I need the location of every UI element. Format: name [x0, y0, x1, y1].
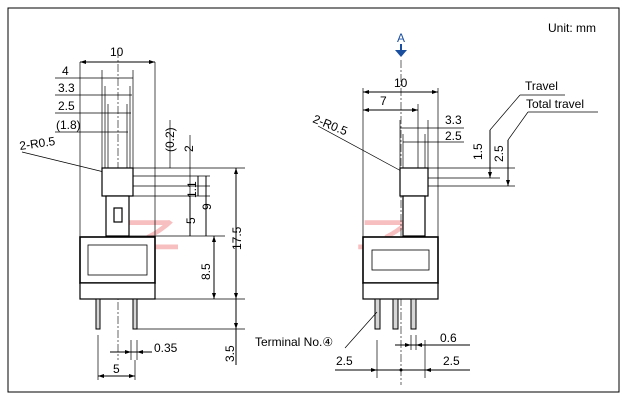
right-terminal-1: [374, 298, 381, 330]
dim-2-5-right: 2.5: [445, 129, 462, 143]
dim-5-bottom: 5: [113, 362, 120, 376]
right-view: A 10 7 3.3 2.5 2-R0.5: [255, 31, 598, 385]
dim-radius-right: 2-R0.5: [311, 112, 350, 139]
dim-2: 2: [182, 145, 196, 152]
total-travel-label: Total travel: [526, 97, 584, 111]
drawing-border: [7, 7, 620, 393]
dim-0-6: 0.6: [440, 331, 457, 345]
dim-width-10-right: 10: [394, 76, 408, 90]
right-switch-base: [362, 282, 439, 300]
left-plunger-cap: [101, 167, 134, 197]
travel-label: Travel: [525, 79, 558, 93]
left-switch-body: [79, 236, 156, 284]
dim-1-1: 1.1: [185, 181, 199, 198]
dim-2-5-left: 2.5: [58, 99, 75, 113]
dim-0-35: 0.35: [154, 341, 178, 355]
right-terminal-2: [392, 298, 399, 330]
dim-radius-left: 2-R0.5: [18, 134, 56, 153]
right-terminal-3: [410, 298, 417, 330]
dim-width-10-left: 10: [110, 45, 124, 59]
dim-5-left: 5: [184, 217, 198, 224]
right-plunger-cap: [399, 167, 429, 197]
terminal-label: Terminal No.④: [255, 335, 333, 349]
dim-1-5: 1.5: [471, 143, 485, 160]
dim-1-8: (1.8): [56, 118, 81, 132]
dim-8-5: 8.5: [199, 263, 213, 280]
left-switch-base: [79, 282, 156, 300]
dim-2-5-total: 2.5: [492, 145, 506, 162]
dim-2-5-bottom-left: 2.5: [336, 354, 353, 368]
right-switch-body: [362, 236, 439, 284]
dim-7: 7: [380, 94, 387, 108]
dim-4: 4: [62, 64, 69, 78]
view-label-a: A: [397, 31, 405, 45]
dim-3-3-left: 3.3: [58, 81, 75, 95]
left-terminal-1: [95, 298, 101, 330]
view-arrow-icon: [395, 44, 407, 57]
left-terminal-2: [132, 298, 138, 330]
dim-9: 9: [200, 203, 214, 210]
dim-3-3-right: 3.3: [445, 113, 462, 127]
left-view: 10 4 3.3 2.5 (1.8) 2-R0.5: [18, 45, 245, 380]
dim-2-5-bottom-right: 2.5: [443, 354, 460, 368]
unit-label: Unit: mm: [548, 21, 596, 35]
right-plunger-stem: [402, 195, 426, 237]
dim-3-5: 3.5: [223, 345, 237, 362]
dim-17-5: 17.5: [230, 226, 244, 250]
